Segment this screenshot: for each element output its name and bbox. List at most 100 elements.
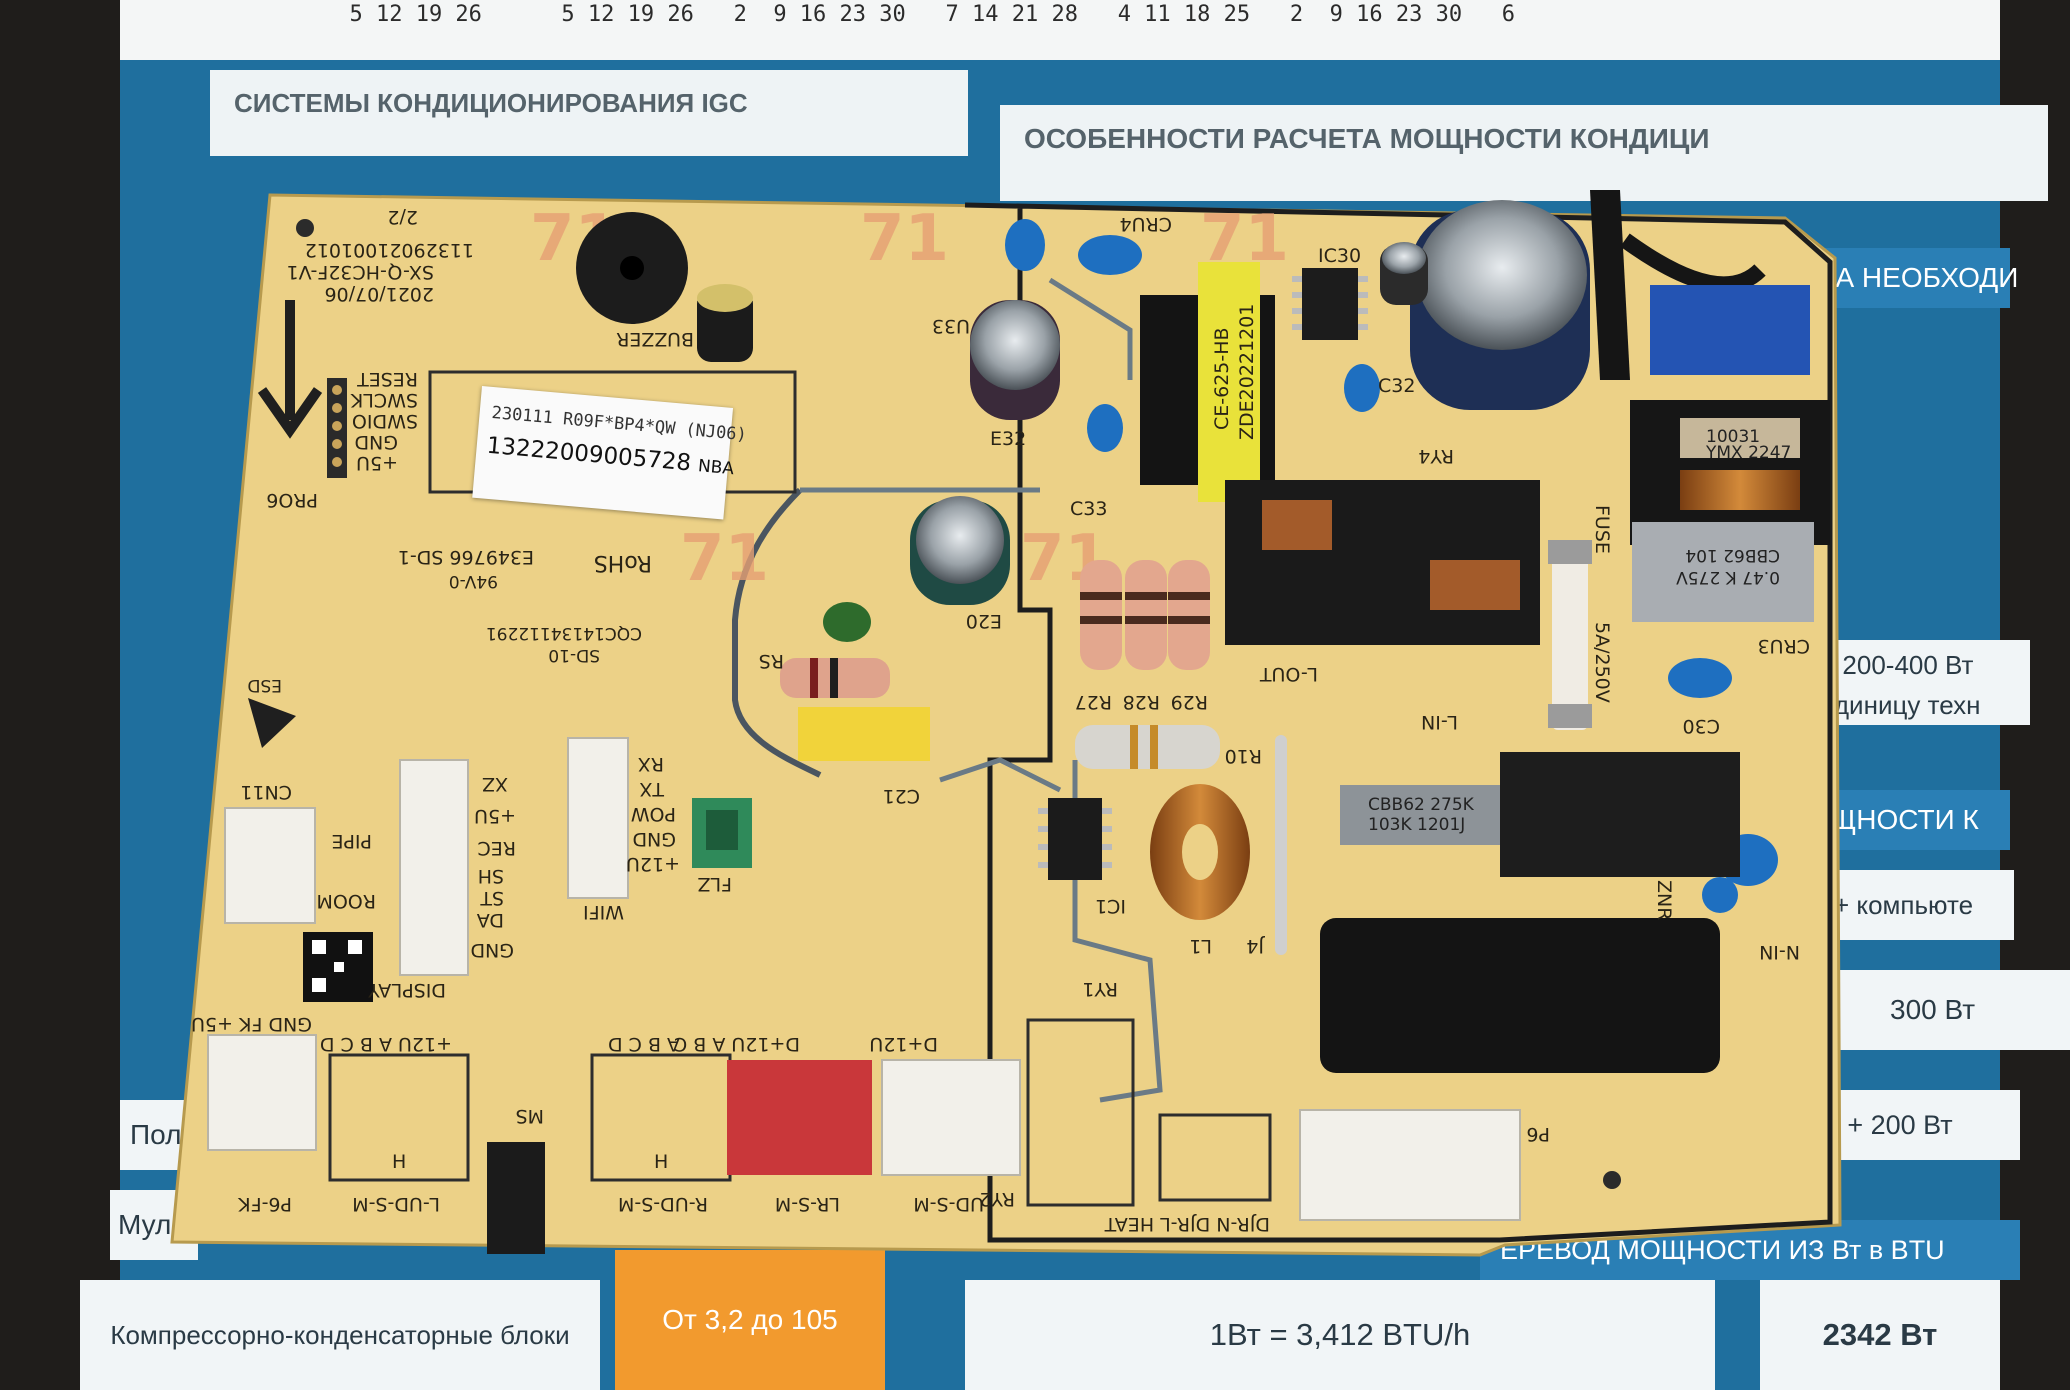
resistor-rs — [780, 658, 890, 698]
choke-marking: 10031 — [1706, 427, 1760, 447]
silk-uds-name: UD-S-M — [913, 1193, 984, 1215]
sticker-serial: 13222009005728 — [485, 432, 693, 477]
silk-p6: P6 — [1526, 1123, 1550, 1145]
silk-rs: RS — [759, 650, 784, 672]
silk-wifi: WIFI — [583, 901, 624, 923]
silk-transformer-date: ZDE20221201 — [1236, 304, 1258, 440]
cap-small-c31 — [1380, 242, 1428, 305]
x-cap-blue — [1650, 285, 1810, 375]
silk-prog-swclk: SWCLK — [350, 389, 418, 411]
calendar-strip: 5 12 19 26 5 12 19 26 2 9 16 23 30 7 14 … — [120, 0, 2000, 60]
flz-connector — [692, 798, 752, 868]
jumper-wire-j4 — [1275, 735, 1287, 955]
silk-p6fk: P6-FK — [238, 1193, 292, 1215]
poster-side-4: ЩНОСТИ К — [1820, 790, 2010, 850]
silk-cru3: CRU3 — [1758, 635, 1810, 657]
sticker-suffix: NBA — [697, 456, 735, 480]
qr-dots — [312, 940, 362, 992]
silk-flz: FLZ — [697, 873, 732, 895]
silk-h-right: H — [654, 1151, 668, 1173]
x-cap-lower — [1340, 785, 1530, 845]
ud-s-m-connector — [881, 1059, 1021, 1176]
silk-page: 2/2 — [387, 206, 418, 228]
fuse-component — [1548, 540, 1592, 730]
silk-esd: ESD — [247, 675, 282, 695]
silk-disp-xz: XZ — [482, 773, 508, 795]
silk-ic1: IC1 — [1095, 895, 1126, 917]
silk-r29: R29 — [1171, 691, 1208, 713]
silk-h-left: H — [392, 1151, 406, 1173]
pcb-trace — [939, 757, 1062, 793]
silk-wifi-gnd: GND — [632, 828, 676, 850]
silk-lrs-name: LR-S-M — [775, 1193, 840, 1215]
silk-ul-sub: 94V-0 — [449, 571, 498, 591]
silk-date: 2021/07/06 — [324, 283, 434, 305]
relay-ry4 — [1225, 480, 1540, 645]
switching-transformer — [1140, 262, 1275, 502]
silk-cru4: CRU4 — [1120, 213, 1172, 235]
silk-sd10: SD-10 — [548, 645, 600, 665]
xcap-marking-1: CBB62 275K — [1368, 795, 1475, 815]
silk-ul-line: E349766 SD-1 — [398, 546, 534, 568]
poster-bottom-left: Компрессорно-конденсаторные блоки — [80, 1280, 600, 1390]
silk-disp-da: DA — [477, 909, 504, 931]
orientation-arrow — [257, 300, 323, 439]
cap-e20 — [910, 496, 1010, 605]
serial-sticker: 230111 R09F*BP4*QW (NJ06) 13222009005728… — [472, 386, 747, 520]
silk-ms: MS — [516, 1105, 544, 1127]
photo-scene: 5 12 19 26 5 12 19 26 2 9 16 23 30 7 14 … — [80, 0, 2070, 1390]
silk-c30: C30 — [1683, 715, 1720, 737]
silk-n-in: N-IN — [1759, 941, 1800, 963]
x-cap-grey — [1632, 522, 1814, 622]
p6-connector — [1299, 1109, 1521, 1221]
esd-symbol — [248, 698, 296, 748]
lr-s-m-connector — [727, 1060, 872, 1175]
silk-r27: R27 — [1075, 691, 1112, 713]
silk-prog-swdio: SWDIO — [352, 410, 418, 432]
silk-ry2: RY2 — [979, 1188, 1015, 1210]
xcap-marking-2: 103K 1201J — [1368, 815, 1465, 835]
silk-l-out: L-OUT — [1260, 663, 1318, 685]
common-mode-choke — [1630, 400, 1830, 545]
silk-disp-rec: REC — [478, 837, 516, 859]
silk-wifi-rx: RX — [638, 753, 664, 775]
silk-uds-pins: D+12U — [869, 1033, 938, 1055]
xcap-top-marking-1: CBB62 104 — [1685, 545, 1780, 565]
toroid-inductor-l1 — [1150, 784, 1250, 920]
mount-hole — [1603, 1171, 1621, 1189]
silk-room: ROOM — [316, 890, 376, 912]
silk-disp-gnd: GND — [470, 939, 514, 961]
choke-marking-2: YMX 2247 — [1705, 443, 1791, 463]
silk-fuse-rating: 5A/250V — [1591, 622, 1613, 703]
silk-ry1: RY1 — [1082, 978, 1118, 1000]
cap-e32 — [970, 300, 1060, 420]
silk-lud-pins: +12U A B C D — [320, 1033, 452, 1055]
pcb-trace — [732, 487, 822, 778]
silk-buzzer: BUZZER — [616, 328, 694, 350]
silk-display: DISPLAY — [368, 979, 446, 1001]
small-cap-e1 — [697, 284, 753, 362]
silk-e32: E32 — [990, 428, 1026, 450]
l-ud-s-m-outline — [328, 1053, 470, 1182]
silk-ry4: RY4 — [1418, 445, 1454, 467]
silk-znr: ZNR — [1653, 880, 1675, 920]
silk-j4: J4 — [1246, 935, 1265, 957]
silk-wifi-12v: +12U — [626, 853, 680, 875]
silk-pipe: PIPE — [331, 830, 372, 852]
silk-lud-name: L-UD-S-M — [352, 1193, 440, 1215]
silk-r10: R10 — [1225, 745, 1262, 767]
calendar-dates: 5 12 19 26 5 12 19 26 2 9 16 23 30 7 14 … — [270, 2, 1516, 27]
ptc-heater — [1320, 918, 1720, 1073]
silk-disp-sh: SH — [478, 865, 504, 887]
poster-bottom-right: 2342 Вт — [1760, 1280, 2000, 1390]
green-cap-ptc — [823, 602, 871, 642]
ry1-outline — [1026, 1018, 1135, 1207]
silk-code: 11329021001012 — [305, 239, 474, 261]
silk-e20: E20 — [966, 610, 1002, 632]
silk-gnd-fk: GND FK +5U — [191, 1013, 312, 1035]
silk-rud-pins: A B C D — [608, 1033, 680, 1055]
silk-cqc: CQC14134112291 — [486, 623, 642, 643]
heatsink-bar — [1590, 190, 1766, 380]
xcap-top-marking-2: 0.47 K 275V — [1676, 567, 1780, 587]
